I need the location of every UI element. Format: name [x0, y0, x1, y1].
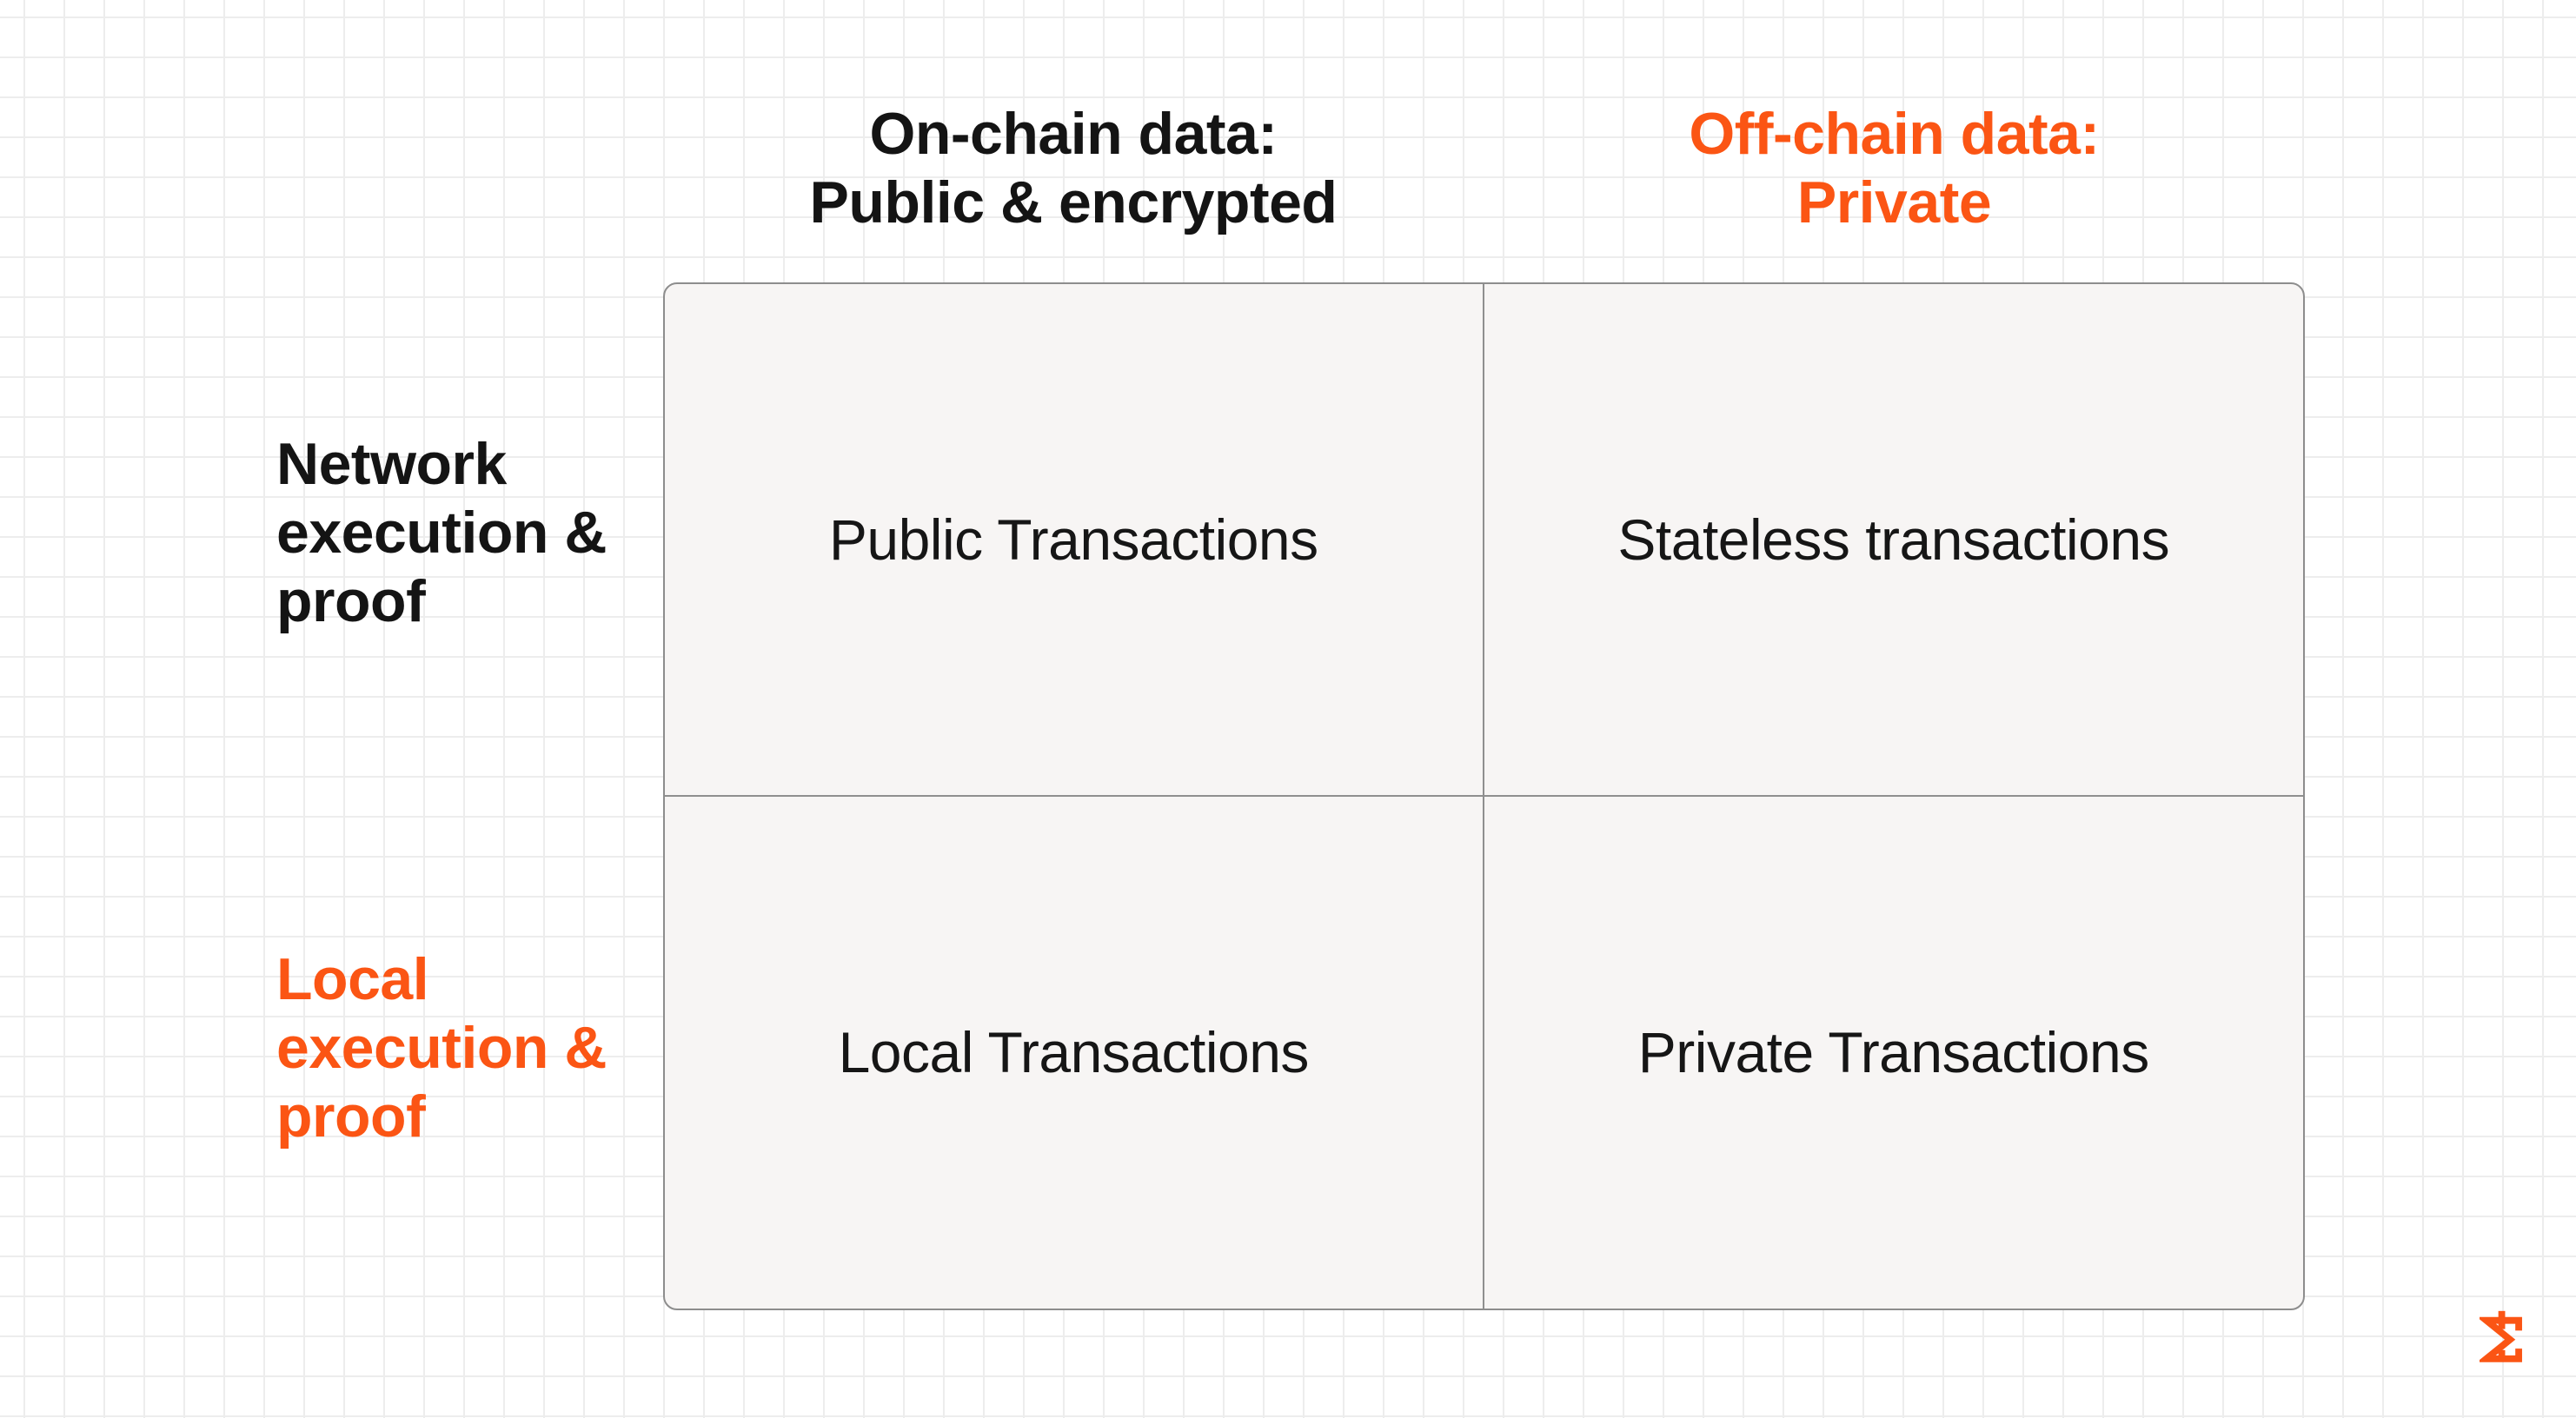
row-header-local-execution: Local execution & proof [276, 946, 607, 1150]
cell-private-transactions-label: Private Transactions [1637, 1020, 2149, 1085]
rotated-sigma-logo-icon [2480, 1306, 2525, 1365]
column-header-offchain: Off-chain data: Private [1689, 101, 2100, 235]
cell-stateless-transactions-label: Stateless transactions [1617, 507, 2170, 572]
quadrant-matrix: Public Transactions Stateless transactio… [663, 282, 2305, 1310]
cell-local-transactions-label: Local Transactions [838, 1020, 1310, 1085]
row-header-network-execution: Network execution & proof [276, 431, 607, 634]
cell-public-transactions: Public Transactions [665, 284, 1484, 797]
cell-private-transactions: Private Transactions [1484, 797, 2304, 1309]
column-header-onchain: On-chain data: Public & encrypted [809, 101, 1338, 235]
cell-public-transactions-label: Public Transactions [828, 507, 1318, 572]
cell-stateless-transactions: Stateless transactions [1484, 284, 2303, 797]
cell-local-transactions: Local Transactions [665, 796, 1484, 1309]
